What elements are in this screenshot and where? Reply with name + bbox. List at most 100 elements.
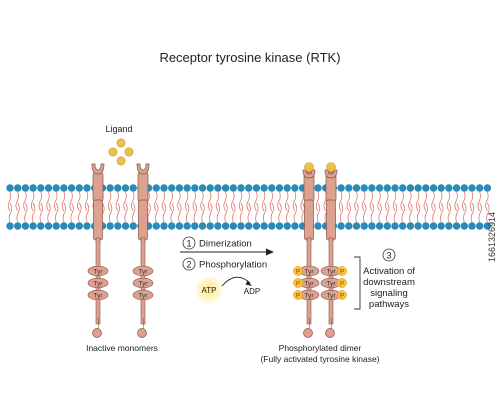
tyrosine-label: Tyr bbox=[304, 293, 314, 300]
lipid-head bbox=[468, 184, 476, 192]
lipid-head bbox=[429, 222, 438, 230]
atp-label: ATP bbox=[202, 286, 217, 295]
lipid-tail bbox=[161, 191, 166, 212]
lipid-tail bbox=[231, 191, 235, 212]
lipid-head bbox=[391, 184, 399, 192]
lipid-tail bbox=[55, 202, 59, 223]
lipid-tail bbox=[23, 191, 27, 212]
lipid-tail bbox=[455, 202, 459, 223]
lipid-head bbox=[106, 184, 114, 192]
lipid-head bbox=[114, 184, 122, 192]
lipid-tail bbox=[385, 191, 389, 212]
lipid-tail bbox=[400, 191, 404, 212]
lipid-head bbox=[152, 184, 160, 192]
lipid-head bbox=[175, 184, 184, 192]
lipid-head bbox=[191, 222, 199, 230]
tyrosine-label: Tyr bbox=[138, 293, 148, 300]
lipid-tail bbox=[447, 202, 452, 223]
lipid-tail bbox=[31, 202, 36, 223]
tyrosine-residue: Tyr P bbox=[293, 277, 320, 289]
lipid-tail bbox=[316, 202, 321, 223]
atp-glow bbox=[195, 276, 223, 304]
lipid-tail bbox=[269, 191, 273, 212]
lipid-head bbox=[60, 222, 68, 230]
lipid-tail bbox=[124, 202, 128, 223]
lipid-tail bbox=[162, 202, 167, 223]
lipid-head bbox=[422, 184, 430, 192]
lipid-tail bbox=[370, 202, 375, 223]
ligand-molecule bbox=[116, 138, 126, 148]
lipid-head bbox=[468, 222, 476, 230]
lipid-head bbox=[229, 222, 237, 230]
lipid-tail bbox=[338, 191, 343, 212]
lipid-tail bbox=[155, 202, 159, 223]
lipid-head bbox=[452, 222, 461, 230]
phosphate-label: P bbox=[296, 281, 300, 288]
lipid-head bbox=[106, 222, 114, 230]
phosphate-label: P bbox=[296, 293, 300, 300]
lipid-tail bbox=[446, 191, 451, 212]
lipid-head bbox=[21, 222, 30, 230]
lipid-tail bbox=[255, 202, 259, 223]
lipid-tail bbox=[485, 191, 489, 212]
lipid-head bbox=[14, 222, 22, 230]
lipid-head bbox=[221, 222, 230, 230]
lipid-tail bbox=[247, 202, 251, 223]
lipid-tail bbox=[116, 202, 120, 223]
lipid-head bbox=[314, 184, 322, 192]
receptor-transmembrane-domain bbox=[326, 199, 336, 241]
atp-to-adp-arrowhead bbox=[245, 280, 252, 286]
lipid-head bbox=[198, 184, 207, 192]
ligand-molecule bbox=[108, 147, 118, 157]
lipid-head bbox=[260, 184, 268, 192]
lipid-head bbox=[483, 184, 492, 192]
lipid-tail bbox=[238, 191, 243, 212]
lipid-head bbox=[375, 184, 384, 192]
lipid-head bbox=[6, 184, 14, 192]
lipid-head bbox=[245, 184, 253, 192]
step-2-number: 2 bbox=[186, 260, 191, 270]
lipid-tail bbox=[486, 202, 490, 223]
lipid-tail bbox=[216, 202, 221, 223]
tyrosine-residue: Tyr bbox=[87, 265, 109, 277]
receptor-transmembrane-domain bbox=[93, 199, 103, 241]
lipid-head bbox=[452, 184, 461, 192]
lipid-tail bbox=[39, 202, 43, 223]
lipid-tail bbox=[123, 191, 127, 212]
tyrosine-label: Tyr bbox=[326, 269, 336, 276]
ligand-binding-site bbox=[136, 163, 150, 175]
lipid-head bbox=[29, 222, 37, 230]
right-caption-line-1: Phosphorylated dimer bbox=[279, 343, 362, 353]
lipid-head bbox=[399, 184, 407, 192]
lipid-head bbox=[229, 184, 237, 192]
phosphate-group bbox=[293, 278, 303, 288]
lipid-head bbox=[368, 222, 376, 230]
lipid-head bbox=[275, 222, 284, 230]
step-3-line-1: Activation of bbox=[363, 266, 415, 277]
lipid-head bbox=[268, 184, 276, 192]
lipid-tail bbox=[469, 191, 474, 212]
tyrosine-label: Tyr bbox=[304, 269, 314, 276]
phosphate-label: P bbox=[340, 293, 344, 300]
phosphate-group bbox=[293, 266, 303, 276]
tyrosine-residue: Tyr P bbox=[293, 289, 320, 301]
lipid-tail bbox=[201, 202, 205, 223]
lipid-tail bbox=[286, 202, 290, 223]
lipid-tail bbox=[107, 191, 112, 212]
lipid-head bbox=[476, 184, 484, 192]
lipid-head bbox=[29, 184, 37, 192]
lipid-tail bbox=[38, 191, 42, 212]
tyrosine-residue: Tyr bbox=[87, 289, 109, 301]
lipid-tail bbox=[70, 202, 74, 223]
lipid-tail bbox=[432, 202, 436, 223]
lipid-head bbox=[21, 184, 30, 192]
lipid-head bbox=[44, 222, 53, 230]
lipid-head bbox=[429, 184, 438, 192]
lipid-tail bbox=[115, 191, 119, 212]
tyrosine-label: Tyr bbox=[304, 281, 314, 288]
lipid-tail bbox=[454, 191, 458, 212]
